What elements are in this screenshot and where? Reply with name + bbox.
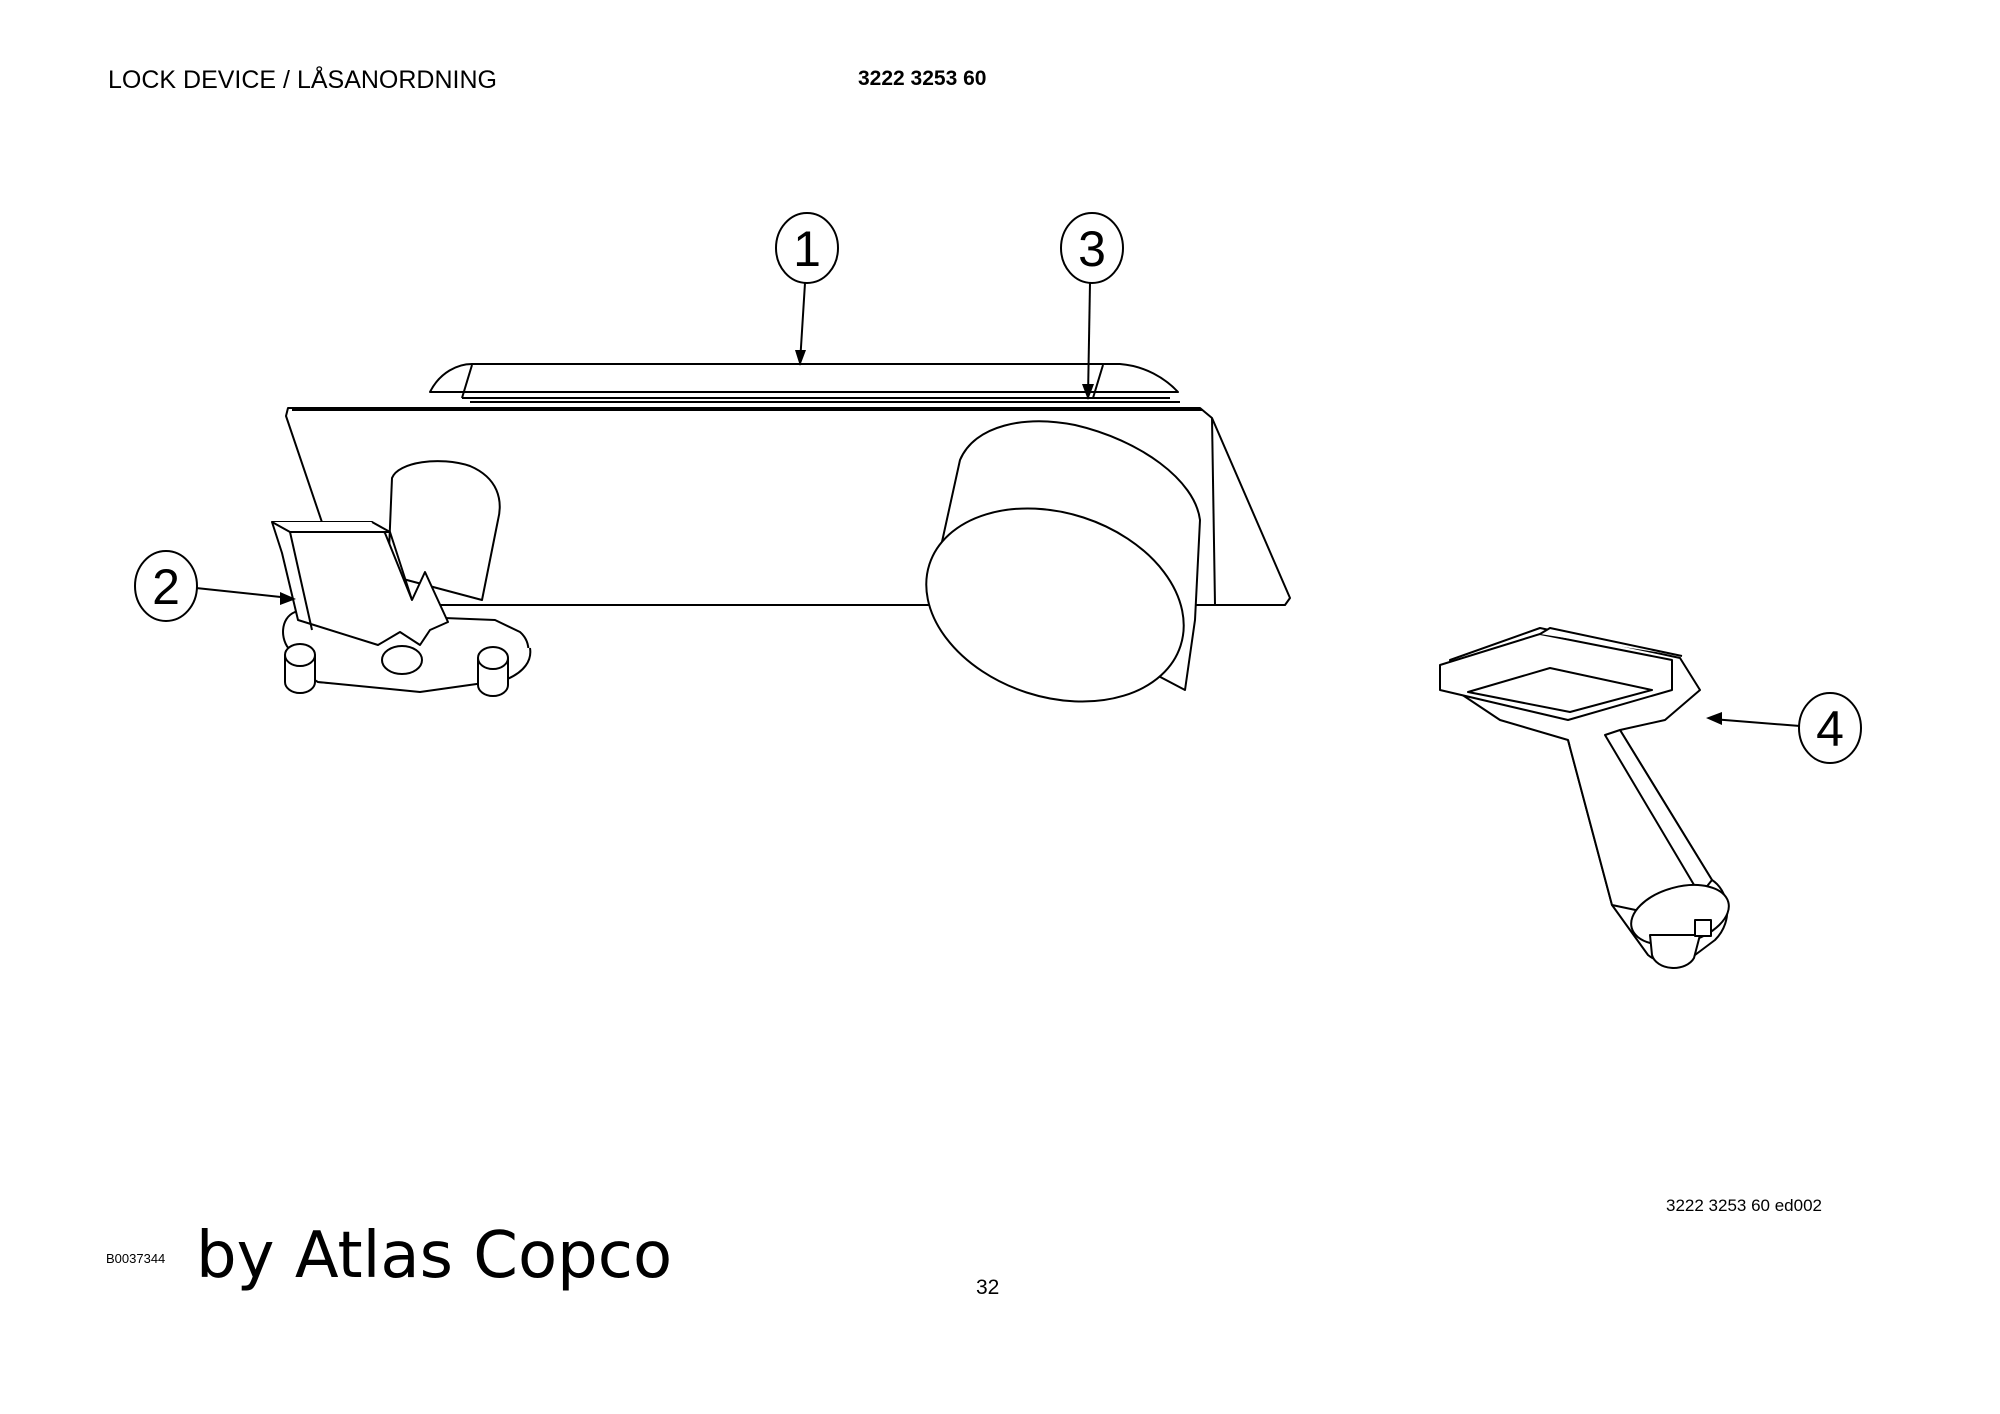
callout-label: 3	[1078, 221, 1106, 277]
edition-code: 3222 3253 60 ed002	[1666, 1196, 1822, 1215]
document-reference: B0037344	[106, 1251, 166, 1266]
callout-label: 1	[793, 221, 821, 277]
callout-balloon-4: 4	[1798, 692, 1862, 764]
callout-balloon-1: 1	[775, 212, 839, 284]
callout-label: 4	[1816, 701, 1844, 757]
key-part	[1439, 627, 1730, 969]
callout-balloon-3: 3	[1060, 212, 1124, 284]
callout-balloon-2: 2	[134, 550, 198, 622]
watermark: by Atlas Copco	[196, 1219, 673, 1293]
callout-label: 2	[152, 559, 180, 615]
page-title: LOCK DEVICE / LÅSANORDNING	[108, 66, 497, 94]
part-number: 3222 3253 60	[858, 67, 987, 90]
latch-cam-part	[271, 521, 532, 697]
lock-body-part	[285, 363, 1291, 703]
leader-lines	[195, 282, 1801, 727]
page-number: 32	[976, 1276, 1000, 1299]
